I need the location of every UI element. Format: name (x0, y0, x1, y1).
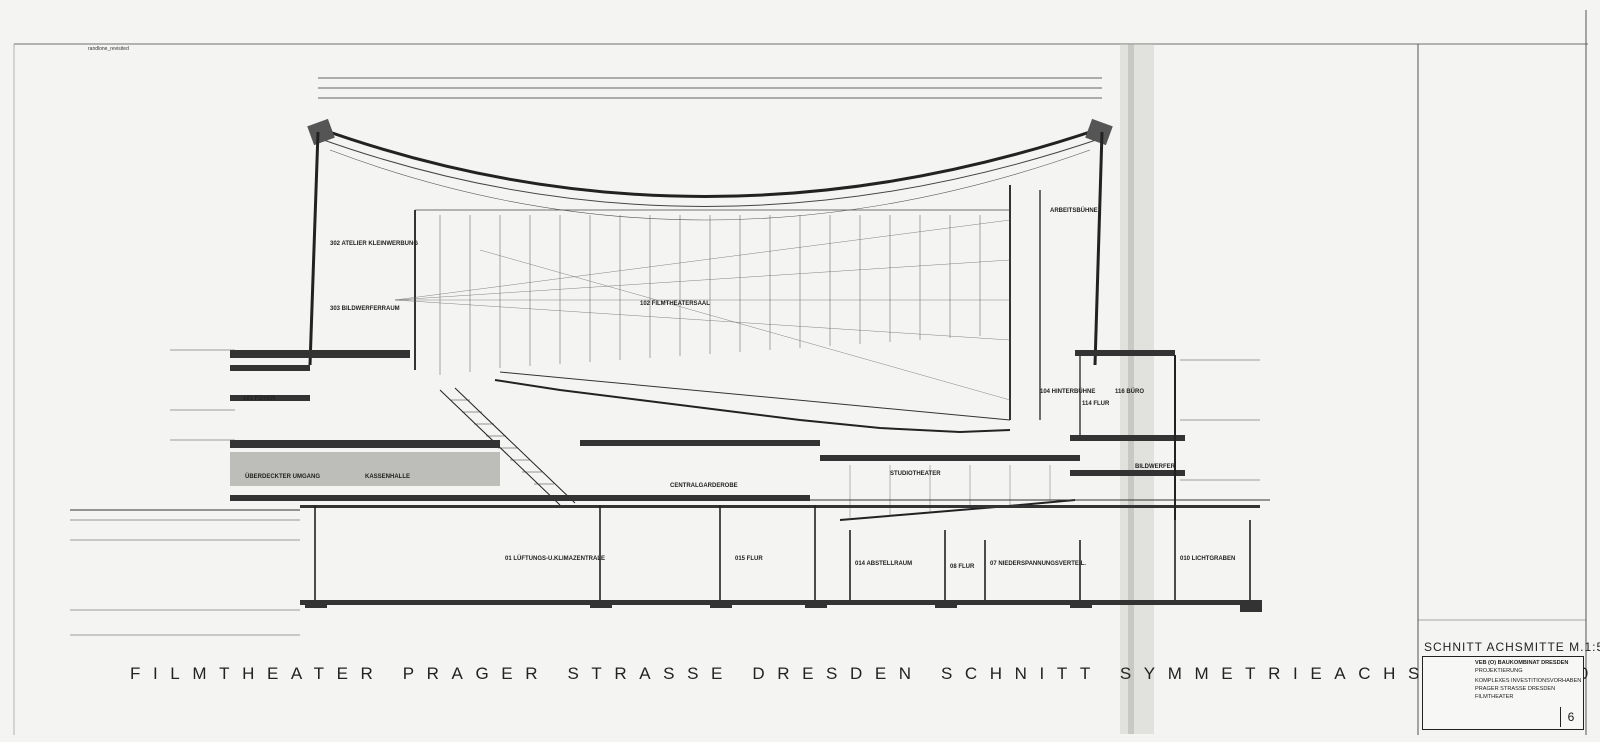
tb-department: PROJEKTIERUNG (1475, 668, 1523, 674)
tb-company: VEB (O) BAUKOMBINAT DRESDEN (1475, 660, 1569, 666)
label-main-hall: 102 FILMTHEATERSAAL (640, 301, 710, 307)
label-foyer: 101 FOYER (243, 396, 276, 402)
label-stage: 104 HINTERBÜHNE (1040, 388, 1095, 395)
tb-location: PRAGER STRASSE DRESDEN (1475, 686, 1556, 692)
label-arbeitsbuehne: ARBEITSBÜHNE (1050, 207, 1098, 214)
label-projection: 303 BILDWERFERRAUM (330, 306, 400, 312)
label-niederspannung: 07 NIEDERSPANNUNGSVERTEIL. (990, 561, 1086, 567)
section-title: SCHNITT ACHSMITTE M.1:50 (1424, 640, 1600, 654)
label-abstellraum: 014 ABSTELLRAUM (855, 561, 912, 567)
file-label: randlone_revisited (88, 46, 129, 52)
label-umgang: ÜBERDECKTER UMGANG (245, 473, 320, 480)
sheet-number: 6 (1560, 707, 1581, 727)
label-flur-c: 08 FLUR (950, 564, 975, 570)
label-buero: 116 BÜRO (1115, 388, 1144, 395)
title-block: VEB (O) BAUKOMBINAT DRESDEN PROJEKTIERUN… (1422, 656, 1584, 730)
tb-building: FILMTHEATER (1475, 694, 1514, 700)
label-lichtgraben: 010 LICHTGRABEN (1180, 556, 1235, 562)
main-title: FILMTHEATER PRAGER STRASSE DRESDEN SCHNI… (130, 664, 1600, 683)
label-bildwerfer: BILDWERFER (1135, 464, 1176, 470)
label-lueftung: 01 LÜFTUNGS-U.KLIMAZENTRALE (505, 555, 605, 562)
label-kassenhalle: KASSENHALLE (365, 474, 410, 480)
label-studio: STUDIOTHEATER (890, 471, 941, 477)
label-flur-right: 114 FLUR (1082, 401, 1110, 407)
label-atelier: 302 ATELIER KLEINWERBUNG (330, 241, 418, 247)
label-flur-basement: 015 FLUR (735, 556, 763, 562)
label-centralgarderobe: CENTRALGARDEROBE (670, 483, 738, 489)
tb-project: KOMPLEXES INVESTITIONSVORHABEN (1475, 678, 1582, 684)
